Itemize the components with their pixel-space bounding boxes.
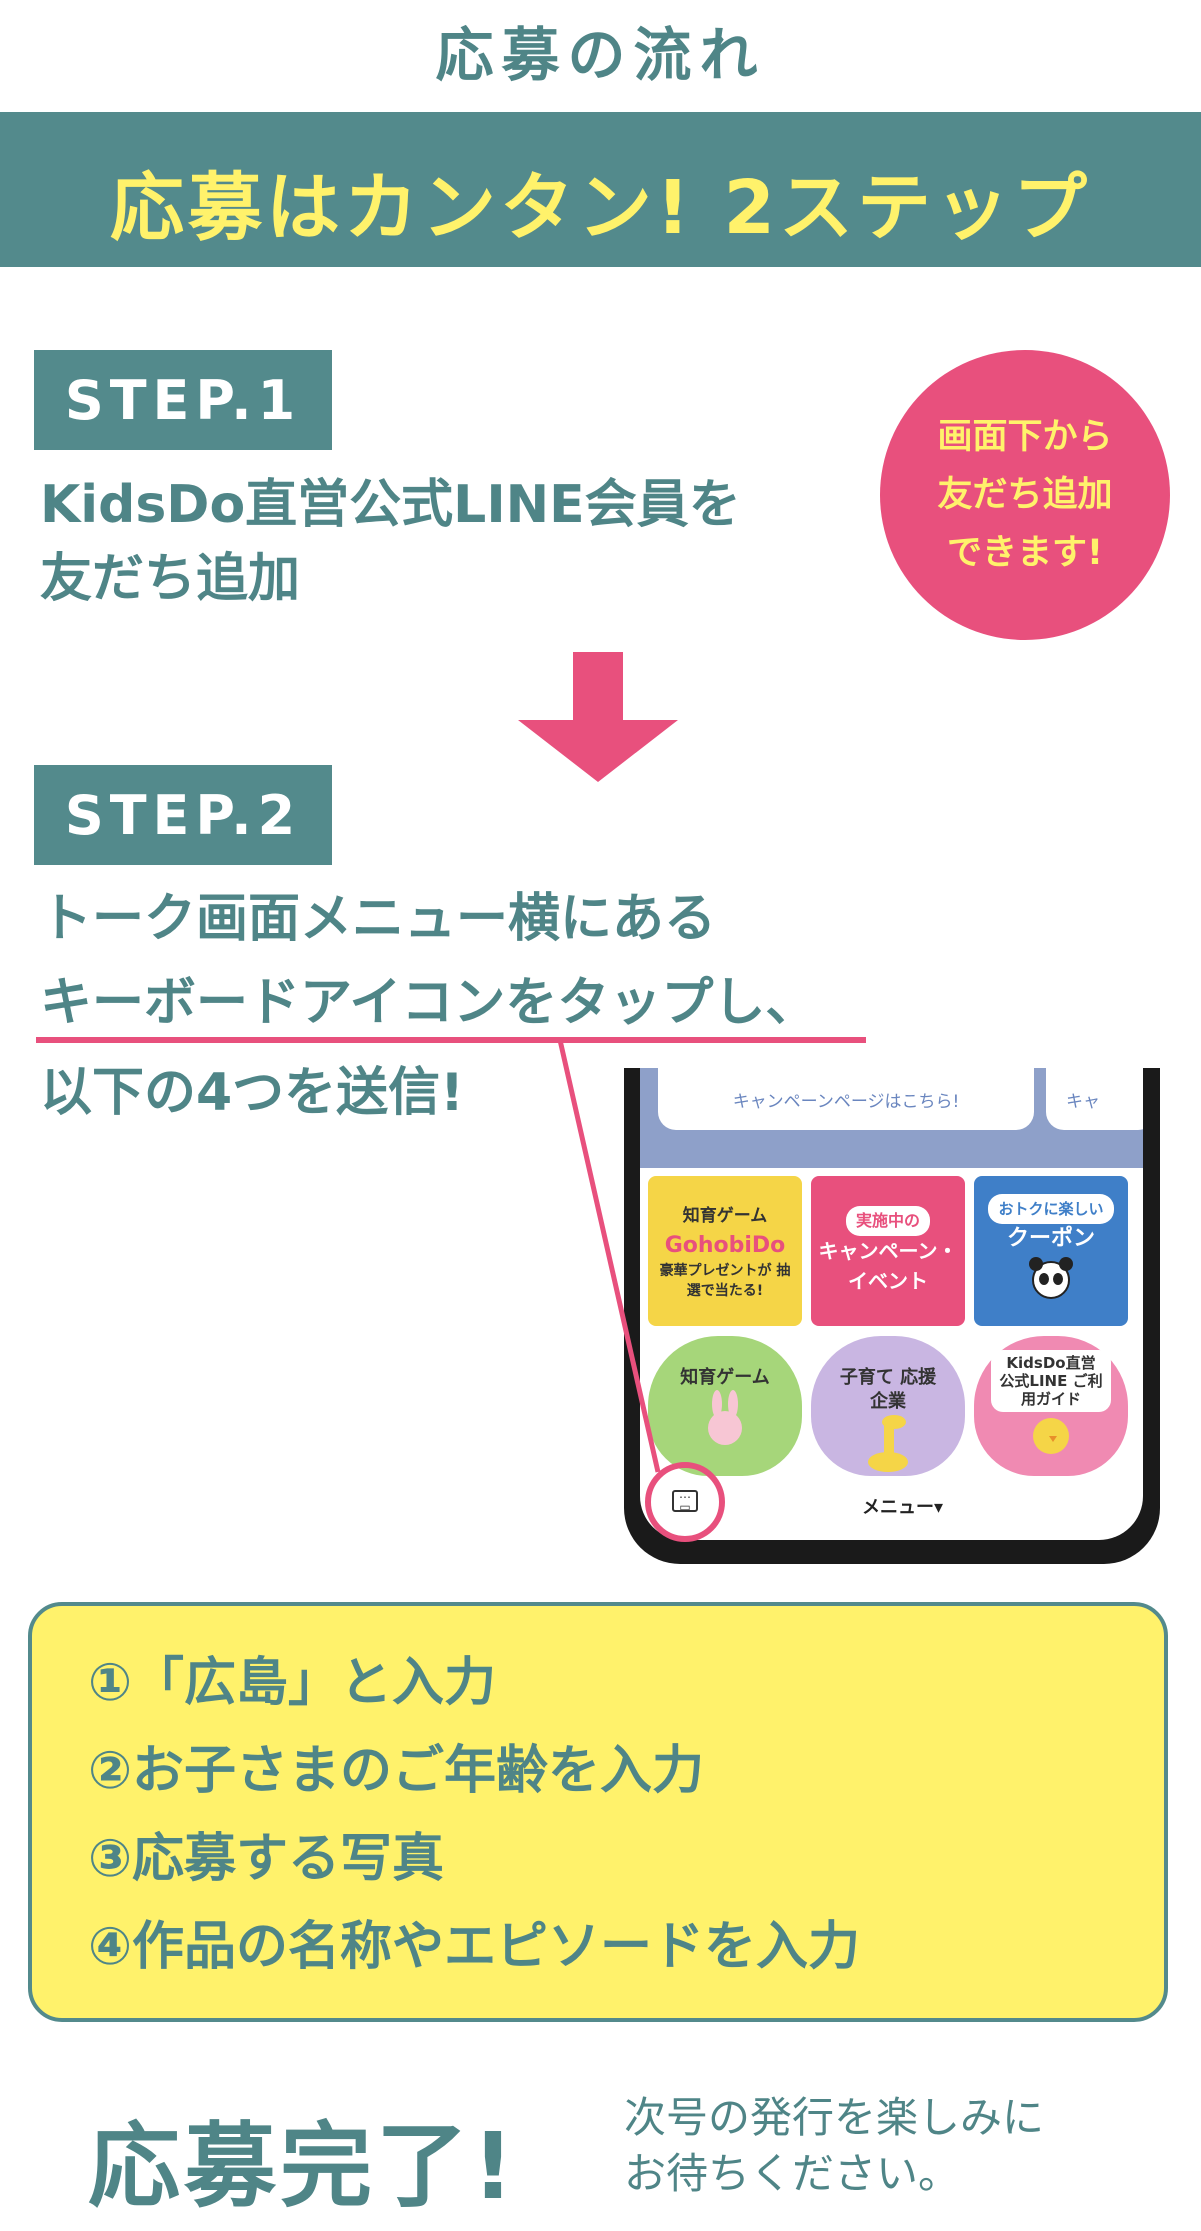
keyboard-icon[interactable]: ⋯▭ — [672, 1490, 698, 1513]
tile-gohobido[interactable]: 知育ゲーム GohobiDo 豪華プレゼントが 抽選で当たる! — [648, 1176, 802, 1326]
step2-line3: 以下の4つを送信! — [40, 1063, 464, 1123]
tile-coupon-middle: クーポン — [1006, 1226, 1095, 1251]
step1-badge: STEP.1 — [34, 350, 332, 450]
tile-campaign-event[interactable]: 実施中の キャンペーン・ イベント — [811, 1176, 965, 1326]
tile-campaign-bottom: イベント — [848, 1269, 928, 1293]
instructions-box — [28, 1602, 1168, 2022]
bubble-line2: 友だち追加 — [937, 475, 1113, 515]
title-banner — [0, 112, 1201, 267]
tile-gohobido-middle: GohobiDo — [664, 1233, 786, 1258]
bubble-line1: 画面下から — [937, 417, 1113, 457]
tile-gohobido-bottom: 豪華プレゼントが 抽選で当たる! — [659, 1263, 791, 1299]
blob-line-guide[interactable]: KidsDo直営 公式LINE ご利用ガイド — [974, 1336, 1128, 1476]
instruction-item-3: ③応募する写真 — [88, 1829, 445, 1889]
giraffe-icon — [868, 1415, 908, 1472]
campaign-tab-partial[interactable]: キャ — [1046, 1068, 1143, 1130]
instruction-item-1: ①「広島」と入力 — [88, 1653, 497, 1713]
campaign-tab[interactable]: キャンペーンページはこちら! — [658, 1068, 1034, 1130]
rich-menu-toggle[interactable]: メニュー▾ — [862, 1497, 944, 1518]
banner-text: 応募はカンタン! 2ステップ — [110, 165, 1091, 251]
complete-heading: 応募完了! — [88, 2113, 518, 2220]
bubble-line3: できます! — [947, 533, 1103, 573]
highlight-underline — [36, 1037, 866, 1043]
chick-icon — [1033, 1418, 1069, 1454]
page-title: 応募の流れ — [435, 21, 766, 89]
keyboard-highlight-ring — [645, 1462, 725, 1542]
closing-line2: お待ちください。 — [624, 2149, 961, 2198]
closing-line1: 次号の発行を楽しみに — [624, 2093, 1045, 2142]
phone-screen: キャンペーンページはこちら! キャ 知育ゲーム GohobiDo 豪華プレゼント… — [640, 1068, 1143, 1540]
down-arrow-icon — [518, 652, 678, 782]
tile-campaign-top: 実施中の — [845, 1206, 930, 1236]
tile-coupon[interactable]: おトクに楽しい クーポン — [974, 1176, 1128, 1326]
closing-message: 次号の発行を楽しみに お待ちください。 — [624, 2090, 1044, 2202]
instruction-item-4: ④作品の名称やエピソードを入力 — [88, 1917, 861, 1977]
instruction-item-2: ②お子さまのご年齢を入力 — [88, 1741, 705, 1801]
step1-line2: 友だち追加 — [40, 549, 301, 609]
step1-line1: KidsDo直営公式LINE会員を — [40, 475, 741, 535]
rabbit-icon — [708, 1390, 742, 1445]
tile-coupon-top: おトクに楽しい — [988, 1194, 1114, 1224]
step2-badge: STEP.2 — [34, 765, 332, 865]
add-friend-bubble: 画面下から 友だち追加 できます! — [880, 350, 1170, 640]
blob-chiiku-game[interactable]: 知育ゲーム — [648, 1336, 802, 1476]
step2-line2: キーボードアイコンをタップし、 — [40, 973, 818, 1033]
blob-label-1: 知育ゲーム — [680, 1367, 770, 1388]
tile-campaign-middle: キャンペーン・ — [818, 1239, 958, 1263]
panda-icon — [1029, 1257, 1073, 1299]
tile-gohobido-top: 知育ゲーム — [682, 1206, 768, 1226]
blob-label-2: 子育て 応援企業 — [839, 1367, 937, 1412]
step2-line1: トーク画面メニュー横にある — [40, 889, 717, 949]
blob-kosodate[interactable]: 子育て 応援企業 — [811, 1336, 965, 1476]
blob-label-3: KidsDo直営 公式LINE ご利用ガイド — [991, 1350, 1111, 1412]
